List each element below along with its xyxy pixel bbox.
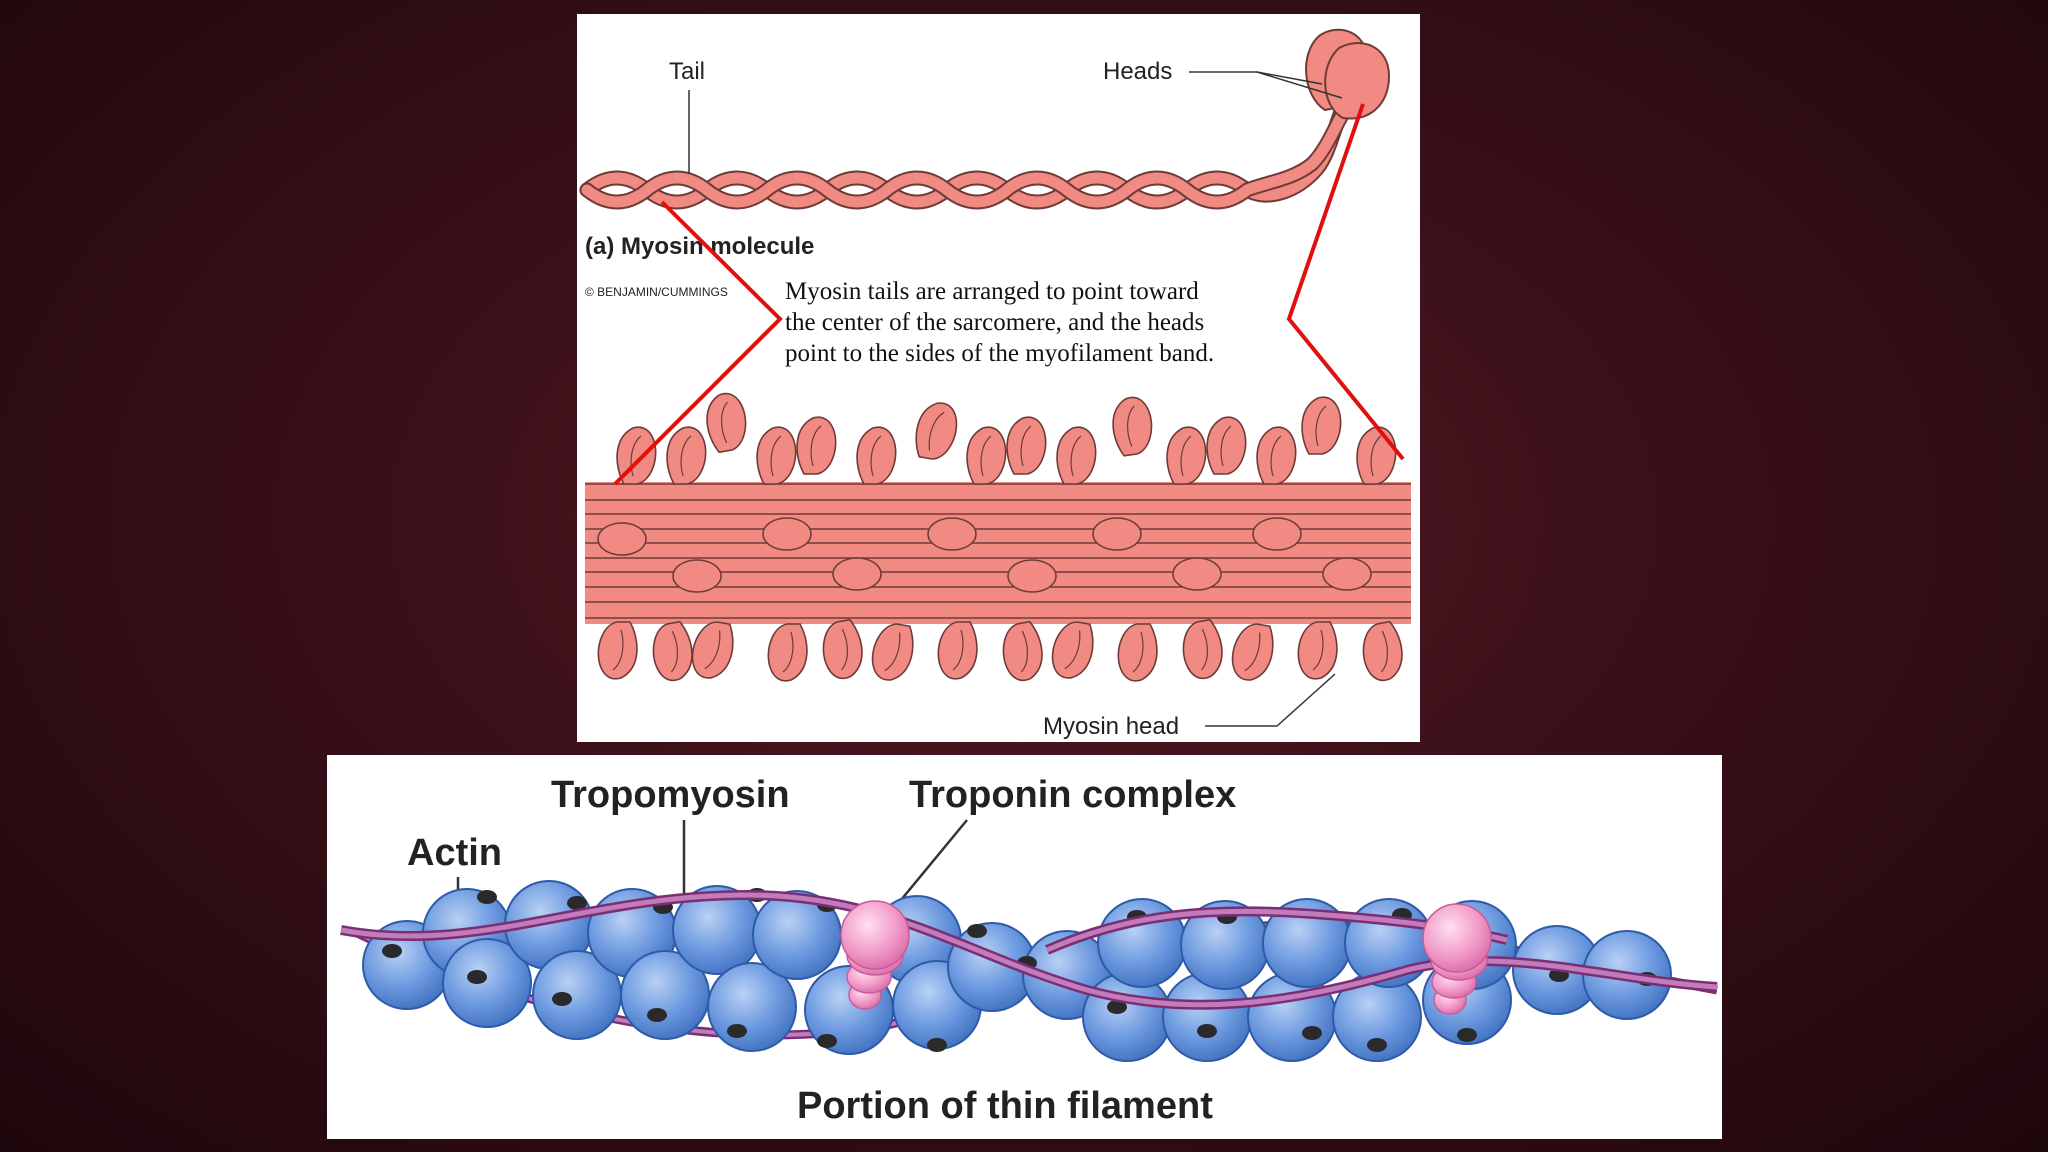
thin-filament-diagram: Tropomyosin Troponin complex Actin Porti… [340, 774, 1718, 1127]
filament-core [585, 482, 1411, 624]
heads-leader-line-a [1189, 71, 1323, 85]
copyright-text: © BENJAMIN/CUMMINGS [585, 285, 728, 299]
troponin-complex-label: Troponin complex [909, 774, 1236, 816]
myosin-head-label: Myosin head [1043, 713, 1179, 740]
myosin-diagram: Tail Heads (a) Myosin molecule © BENJAMI… [579, 28, 1411, 740]
annotation-line-left [613, 200, 783, 486]
myosin-head-leader-line [1205, 673, 1336, 727]
description-line-1: Myosin tails are arranged to point towar… [785, 278, 1199, 305]
heads-leader-line-b [1256, 71, 1343, 99]
thick-filament [585, 389, 1411, 685]
myosin-diagram-panel: Tail Heads (a) Myosin molecule © BENJAMI… [577, 14, 1420, 742]
annotation-line-right [1286, 103, 1405, 461]
description-line-2: the center of the sarcomere, and the hea… [785, 309, 1204, 336]
thin-filament-panel: Tropomyosin Troponin complex Actin Porti… [327, 755, 1722, 1139]
thin-filament-caption: Portion of thin filament [797, 1085, 1213, 1127]
tropomyosin-label: Tropomyosin [551, 774, 790, 816]
heads-label: Heads [1103, 58, 1172, 85]
tail-label: Tail [669, 58, 705, 85]
myosin-heads [1305, 28, 1391, 120]
upper-myosin-heads [616, 389, 1397, 485]
description-line-3: point to the sides of the myofilament ba… [785, 340, 1214, 367]
actin-label: Actin [407, 832, 502, 874]
lower-myosin-heads [597, 617, 1408, 685]
myosin-molecule [579, 28, 1391, 210]
description-text: Myosin tails are arranged to point towar… [785, 278, 1214, 367]
troponin-complex-1 [840, 900, 910, 1010]
mid-myosin-heads [597, 517, 1372, 593]
troponin-complex-2 [1422, 903, 1492, 1015]
